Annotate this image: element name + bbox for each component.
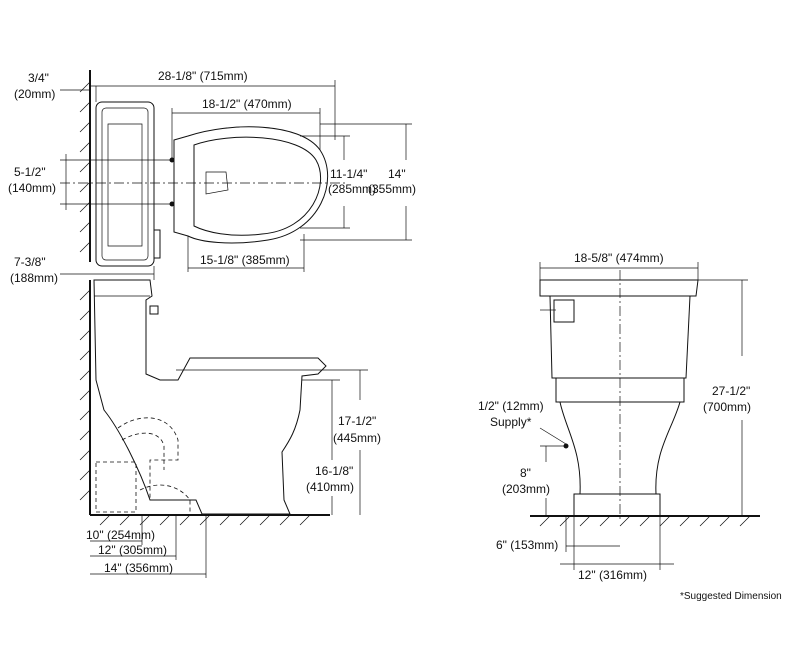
wall-hatch-top — [79, 81, 91, 253]
drain-flange-hidden — [95, 461, 137, 513]
flush-lever-front — [553, 299, 575, 323]
wall-offset-mm: (20mm) — [14, 87, 55, 101]
wall-offset-in: 3/4" — [28, 71, 49, 85]
seat-outline-top — [193, 136, 321, 236]
base-width-label: 12" (316mm) — [578, 568, 647, 582]
overall-height-mm: (700mm) — [703, 400, 751, 414]
floor-hatch-side — [99, 514, 311, 526]
seat-width-mm: (285mm) — [328, 182, 376, 196]
seat-height-in: 17-1/2" — [338, 414, 376, 428]
supply-offset-label: 6" (153mm) — [496, 538, 558, 552]
overall-width-in: 14" — [388, 167, 406, 181]
tank-top-view — [95, 101, 155, 267]
hinge-spacing-in: 5-1/2" — [14, 165, 46, 179]
footnote: *Suggested Dimension — [680, 591, 782, 602]
bowl-opening-label: 15-1/8" (385mm) — [200, 253, 290, 267]
trapway-top — [205, 171, 229, 195]
tank-lid-panel — [107, 123, 143, 247]
tank-body-front — [549, 295, 691, 379]
tank-lid-front — [539, 279, 699, 297]
tank-depth-mm: (188mm) — [10, 271, 58, 285]
base-front — [573, 493, 661, 517]
flush-lever-top — [153, 229, 161, 259]
overall-height-in: 27-1/2" — [712, 384, 750, 398]
floor-hatch-front — [539, 515, 751, 527]
trapway-hidden — [117, 417, 179, 500]
seat-front — [555, 377, 685, 403]
supply-height-mm: (203mm) — [502, 482, 550, 496]
seat-width-in: 11-1/4" — [330, 167, 367, 181]
flush-lever-side — [149, 305, 159, 315]
toilet-side-profile — [93, 279, 327, 515]
supply-leader — [539, 427, 567, 445]
seat-length-label: 18-1/2" (470mm) — [202, 97, 292, 111]
tank-width-label: 18-5/8" (474mm) — [574, 251, 664, 265]
tank-lid-inner — [101, 107, 149, 261]
rim-height-mm: (410mm) — [306, 480, 354, 494]
overall-length-label: 28-1/8" (715mm) — [158, 69, 248, 83]
rough-in-12-label: 12" (305mm) — [98, 543, 167, 557]
supply-height-in: 8" — [520, 466, 531, 480]
supply-size-label: 1/2" (12mm) — [478, 399, 544, 413]
wall-hatch-side — [79, 289, 91, 501]
rough-in-14-label: 14" (356mm) — [104, 561, 173, 575]
supply-note-label: Supply* — [490, 415, 532, 429]
seat-height-mm: (445mm) — [333, 431, 381, 445]
tank-depth-in: 7-3/8" — [14, 255, 46, 269]
rough-in-10-label: 10" (254mm) — [86, 528, 155, 542]
bowl-outline-top — [173, 126, 329, 244]
rim-height-in: 16-1/8" — [315, 464, 353, 478]
hinge-spacing-mm: (140mm) — [8, 181, 56, 195]
overall-width-mm: (355mm) — [368, 182, 416, 196]
